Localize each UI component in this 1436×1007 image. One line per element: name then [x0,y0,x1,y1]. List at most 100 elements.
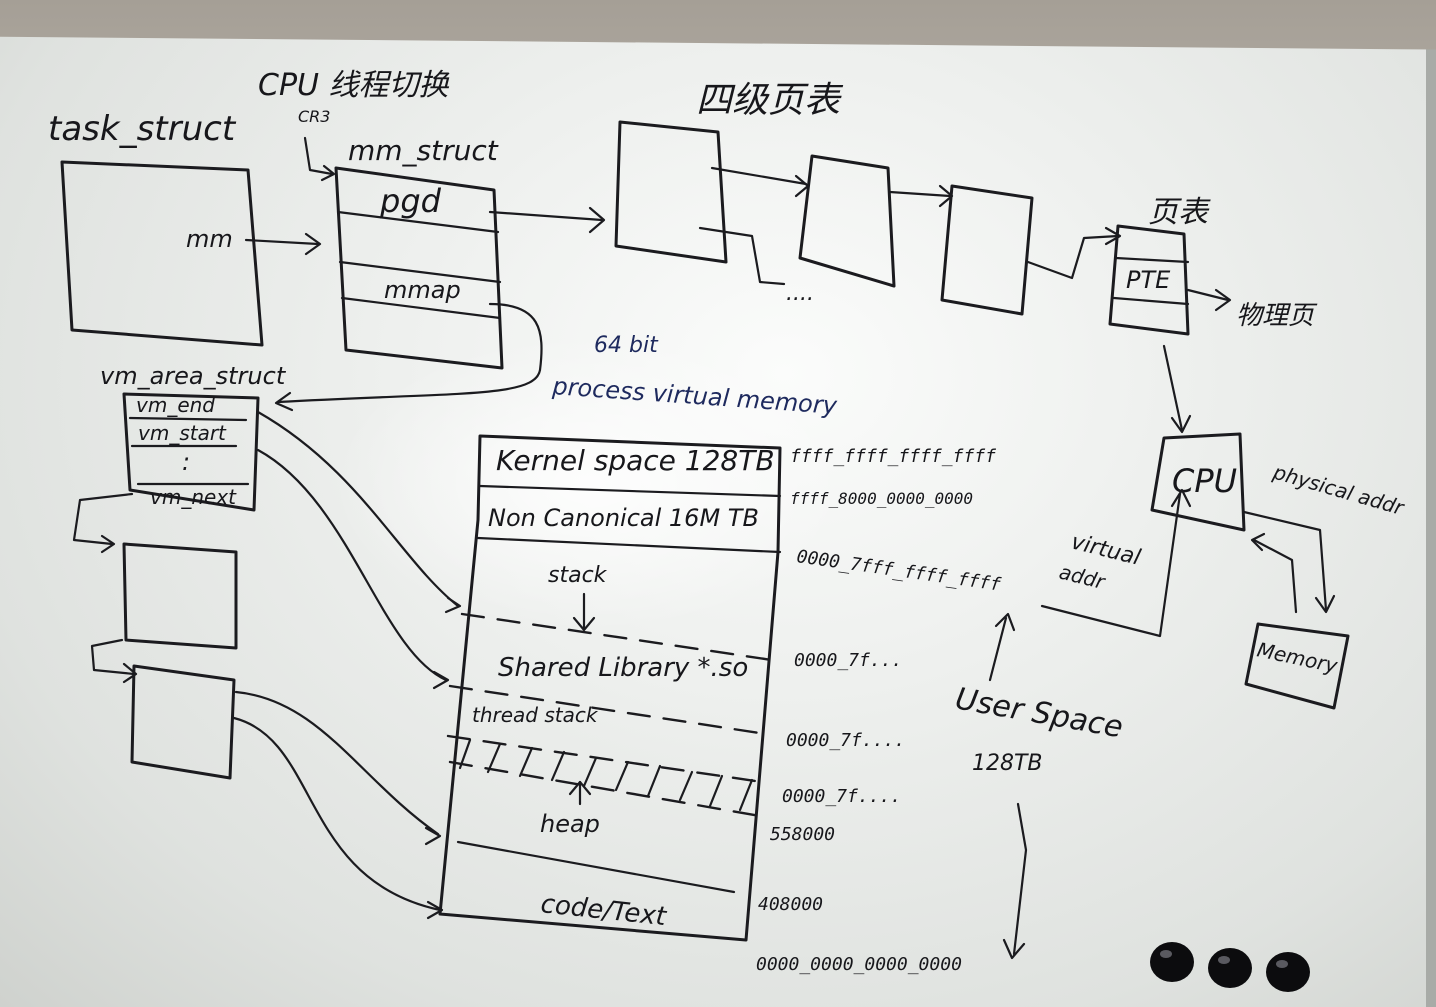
vm-map-curve [232,716,442,912]
heap-label: heap [540,810,600,838]
user-space-size-label: 128TB [972,751,1043,776]
vm-map-arrowhead [432,670,450,690]
user-space-up-arrowhead [994,612,1016,632]
address-label: 0000_7fff_ffff_ffff [795,546,1002,595]
user-space-up-arrow [988,616,1008,682]
address-label: 0000_0000_0000_0000 [756,954,962,975]
hatched-gap [458,738,754,812]
vm-map-arrowhead [424,826,442,846]
cr3-arrowhead [320,164,336,182]
memory-layout-divider [476,536,782,554]
vm-map-curve [256,410,460,608]
cr3-label: CR3 [298,107,330,126]
stack-label: stack [548,563,608,588]
vm-end-field: vm_end [136,393,215,417]
pgd-arrowhead [588,206,606,234]
page-table-label: 页表 [1148,195,1211,230]
vm-map-curve [234,690,440,836]
user-space-label: User Space [953,681,1126,745]
stack-boundary-dashed [460,612,774,662]
code-boundary-line [456,840,736,894]
mm-struct-box [334,166,504,370]
mm-struct-label: mm_struct [348,134,499,167]
address-label: 0000_7f... [794,650,902,671]
mmap-arrow [276,302,543,404]
vm-area-block-3 [130,664,236,780]
pte-arrowhead [1214,288,1232,312]
cpu-to-memory-arrowhead [1314,594,1336,614]
vm-start-field: vm_start [138,421,227,445]
virtual-addr-arrow [1040,492,1182,638]
address-label: 558000 [770,824,835,845]
cr3-arrow [303,136,334,176]
memory-layout-divider [478,484,782,498]
vm-dots: : [182,448,190,476]
cpu-to-memory-arrow [1242,510,1328,612]
memory-to-cpu-arrow [1252,538,1298,614]
mm-struct-row-line [340,296,502,320]
page-table-level1 [614,120,728,264]
page-table-link [710,166,808,186]
vm-row-line [128,416,248,422]
page-table-level2 [798,154,896,288]
mm-struct-row-line [336,210,500,234]
magnet-icon [1208,948,1252,988]
thread-stack-label: thread stack [472,703,599,727]
mm-struct-row-line [338,260,502,284]
pte-arrow [1186,288,1230,302]
pte-to-cpu-arrowhead [1170,414,1192,434]
pte-to-cpu-arrow [1162,344,1184,432]
page-table-arrowhead [1104,226,1122,246]
vm-next-arrowhead [100,534,116,554]
physical-page-label: 物理页 [1236,301,1318,331]
shared-lib-boundary-dashed [448,684,768,736]
whiteboard [0,36,1436,1007]
address-label: 0000_7f.... [782,786,901,807]
four-level-page-table-label: 四级页表 [696,80,844,121]
non-canonical-label: Non Canonical 16M TB [488,504,759,532]
process-vm-title-line1: 64 bit [594,333,659,358]
mmap-field-label: mmap [384,276,461,304]
heap-growth-arrowhead [568,780,592,796]
mm-arrow [244,238,320,246]
memory-to-cpu-arrowhead [1250,532,1266,552]
pgd-field-label: pgd [379,182,442,220]
task-struct-label: task_struct [48,109,237,149]
address-label: 408000 [758,894,823,915]
page-table-link [1026,234,1120,280]
kernel-space-label: Kernel space 128TB [496,444,775,477]
task-struct-box [60,160,264,347]
address-label: 0000_7f.... [786,730,905,751]
vm-area-block-2 [122,542,238,650]
cpu-label: CPU [1172,462,1237,500]
page-table-link-more [698,226,786,286]
user-space-down-arrow [1012,802,1028,956]
heap-boundary-dashed [448,760,762,818]
address-label: ffff_ffff_ffff_ffff [790,446,996,467]
pte-row-line [1112,296,1190,306]
vm-next-arrow [72,492,134,546]
shared-library-label: Shared Library *.so [498,653,748,683]
process-vm-title-line2: process virtual memory [551,372,839,420]
magnet-icon [1266,952,1310,992]
mmap-arrowhead [274,391,294,412]
address-label: ffff_8000_0000_0000 [790,489,973,508]
pte-label: PTE [1126,266,1171,294]
vm-next-arrowhead [122,662,138,684]
page-table-link [888,190,952,198]
memory-box [1244,622,1350,710]
memory-layout-box [438,434,782,942]
virtual-addr-arrowhead [1170,488,1192,508]
vm-map-arrowhead [426,900,444,920]
vm-map-arrowhead [444,596,462,614]
pgd-arrow [488,210,604,222]
thread-stack-boundary-dashed [446,734,764,784]
page-table-level3 [940,184,1034,316]
vm-area-struct-box [122,392,260,512]
mm-field-label: mm [186,225,233,253]
virtual-addr-label-2: addr [1057,560,1109,595]
cpu-switch-label: CPU 线程切换 [258,68,451,103]
vm-next-arrow [90,638,136,676]
more-tables-dots: .... [786,281,814,306]
